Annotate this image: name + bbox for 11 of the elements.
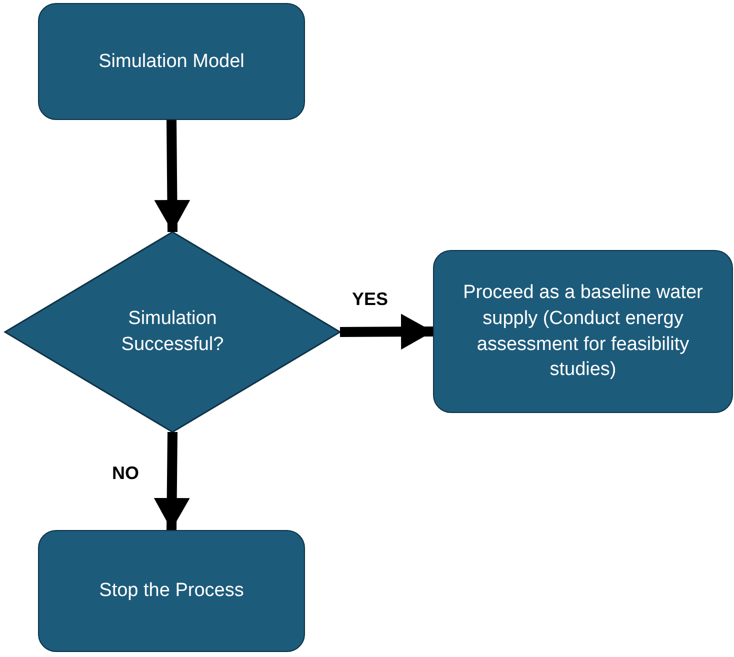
decision-diamond bbox=[4, 231, 342, 433]
node-text: Proceed as a baseline water supply (Conduct energy assessment for feasibility studies) bbox=[462, 281, 704, 382]
arrow bbox=[154, 120, 190, 232]
process-box bbox=[38, 530, 305, 652]
node-text: Simulation Model bbox=[98, 50, 244, 74]
node-text: Stop the Process bbox=[99, 579, 244, 604]
node-text: Simulation Successful? bbox=[120, 307, 225, 357]
process-box bbox=[38, 3, 305, 120]
process-box bbox=[433, 250, 733, 413]
arrow bbox=[154, 432, 190, 530]
arrow bbox=[340, 314, 434, 350]
